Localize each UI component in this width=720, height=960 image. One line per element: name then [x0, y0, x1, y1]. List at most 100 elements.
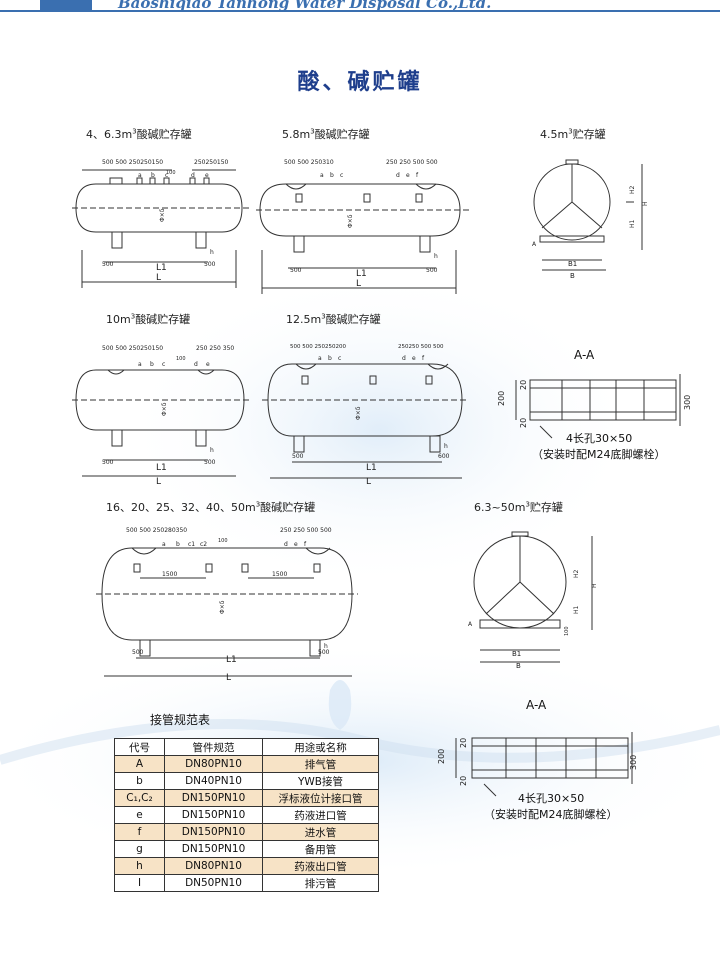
- tank5-L1: L1: [366, 463, 377, 473]
- tank2-h: h: [434, 253, 438, 260]
- marker-c1: c1: [188, 541, 195, 548]
- tank7-H: H: [591, 583, 598, 588]
- marker-d: d: [402, 355, 406, 362]
- tank1-dim-500-left: 500: [102, 261, 114, 268]
- aa2-note-holes: 4长孔30×50: [518, 792, 585, 805]
- tank4-L1: L1: [156, 463, 167, 473]
- table-cell: e: [114, 806, 165, 824]
- header-strip: Baoshiqiao Tanhong Water Disposal Co.,Lt…: [0, 0, 720, 14]
- table-row: b DN40PN10 YWB接管: [114, 772, 379, 790]
- marker-b: b: [150, 361, 154, 368]
- section-aa-2-title: A-A: [526, 698, 547, 712]
- marker-b: b: [151, 172, 155, 179]
- tank6-dia: Φ×δ: [219, 600, 226, 614]
- tank6-dims-top: 500 500 250280350: [126, 527, 187, 534]
- tank4-drawing: 500 500 250250150 250 250 350 100 a b c …: [72, 345, 250, 487]
- column-header: 用途或名称: [262, 738, 379, 756]
- tank1-dims-right: 250250150: [194, 159, 229, 166]
- marker-b: b: [328, 355, 332, 362]
- table-cell: 药液进口管: [262, 806, 379, 824]
- table-cell: 浮标液位计接口管: [262, 789, 379, 807]
- column-header: 管件规范: [164, 738, 263, 756]
- table-cell: g: [114, 840, 165, 858]
- marker-e: e: [206, 361, 210, 368]
- tank4-dim-100: 100: [176, 356, 186, 362]
- tank6-dims-right: 250 250 500 500: [280, 527, 332, 534]
- tank6-drawing: 500 500 250280350 250 250 500 500 100 a …: [96, 527, 358, 683]
- tank5-drawing: 500 500 250250200 250250 500 500 a b c d…: [262, 344, 468, 487]
- spec-table: 代号 管件规范 用途或名称 A DN80PN10 排气管 b DN40PN10 …: [114, 738, 379, 892]
- marker-a: a: [138, 172, 142, 179]
- aa1-dim-20-bottom: 20: [519, 418, 528, 428]
- tank3-drawing: H2 H H1 B1 B A: [532, 159, 649, 280]
- aa2-dim-300: 300: [629, 755, 638, 770]
- tank1-drawing: 500 500 250250150 250250150 100 a b c d …: [72, 159, 250, 288]
- table-cell: A: [114, 755, 165, 773]
- tank1-shell: [75, 183, 243, 233]
- table-cell: DN80PN10: [164, 755, 263, 773]
- tank6-label: 16、20、25、32、40、50m3酸碱贮存罐: [106, 500, 316, 514]
- tank4-L: L: [156, 477, 161, 487]
- tank5-dim-600-right: 600: [438, 453, 450, 460]
- table-cell: b: [114, 772, 165, 790]
- tank7-B1: B1: [512, 650, 521, 658]
- table-row: A DN80PN10 排气管: [114, 755, 379, 773]
- tank5-dims-top: 500 500 250250200: [290, 344, 346, 350]
- section-aa-1-drawing: 200 20 20 300: [497, 374, 692, 439]
- tank4-dims-right: 250 250 350: [196, 345, 234, 352]
- marker-c: c: [338, 355, 341, 362]
- tank2-dia: Φ×δ: [347, 214, 354, 228]
- table-cell: DN80PN10: [164, 857, 263, 875]
- marker-f: f: [304, 541, 307, 548]
- aa1-note-bolts: （安装时配M24底脚螺栓）: [532, 448, 666, 461]
- aa1-dim-300: 300: [683, 395, 692, 410]
- spec-table-title: 接管规范表: [150, 713, 211, 727]
- tank5-dims-right: 250250 500 500: [398, 344, 444, 350]
- tank4-dims-top: 500 500 250250150: [102, 345, 163, 352]
- table-cell: DN150PN10: [164, 789, 263, 807]
- aa1-dim-200: 200: [497, 391, 506, 406]
- tank3-label: 4.5m3贮存罐: [540, 127, 606, 141]
- section-aa-2-drawing: 200 20 20 300: [437, 732, 638, 797]
- marker-a: a: [318, 355, 322, 362]
- tank7-A: A: [468, 621, 473, 628]
- aa2-note-bolts: （安装时配M24底脚螺栓）: [484, 808, 618, 821]
- tank6-dim-100: 100: [218, 538, 228, 544]
- table-cell: 备用管: [262, 840, 379, 858]
- tank5-h: h: [444, 443, 448, 450]
- marker-f: f: [422, 355, 425, 362]
- tank6-dim-1500-right: 1500: [272, 571, 287, 578]
- tank5-label: 12.5m3酸碱贮存罐: [286, 312, 381, 326]
- tank6-dim-500-left: 500: [132, 649, 144, 656]
- tank4-h: h: [210, 447, 214, 454]
- tank5-L: L: [366, 477, 371, 487]
- table-row: I DN50PN10 排污管: [114, 874, 379, 892]
- tank7-label: 6.3~50m3贮存罐: [474, 500, 563, 514]
- table-cell: h: [114, 857, 165, 875]
- marker-e: e: [205, 172, 209, 179]
- marker-b: b: [330, 172, 334, 179]
- page-title: 酸、碱贮罐: [297, 70, 423, 95]
- tank1-L1: L1: [156, 263, 167, 273]
- tank7-dim-100: 100: [564, 626, 570, 636]
- table-cell: DN150PN10: [164, 840, 263, 858]
- tank1-h: h: [210, 249, 214, 256]
- table-cell: 药液出口管: [262, 857, 379, 875]
- marker-f: f: [416, 172, 419, 179]
- marker-e: e: [406, 172, 410, 179]
- tank2-L1: L1: [356, 269, 367, 279]
- tank6-dim-500-right: 500: [318, 649, 330, 656]
- tank3-H2: H2: [629, 185, 636, 194]
- table-row: h DN80PN10 药液出口管: [114, 857, 379, 875]
- marker-c: c: [340, 172, 343, 179]
- tank1-dia: Φ×δ: [159, 208, 166, 222]
- table-cell: YWB接管: [262, 772, 379, 790]
- marker-a: a: [138, 361, 142, 368]
- tank3-A: A: [532, 241, 537, 248]
- tank6-L1: L1: [226, 655, 237, 665]
- table-cell: f: [114, 823, 165, 841]
- table-row: f DN150PN10 进水管: [114, 823, 379, 841]
- tank2-dim-500-left: 500: [290, 267, 302, 274]
- table-cell: DN50PN10: [164, 874, 263, 892]
- tank7-drawing: H2 H H1 100 B1 B A: [468, 531, 598, 670]
